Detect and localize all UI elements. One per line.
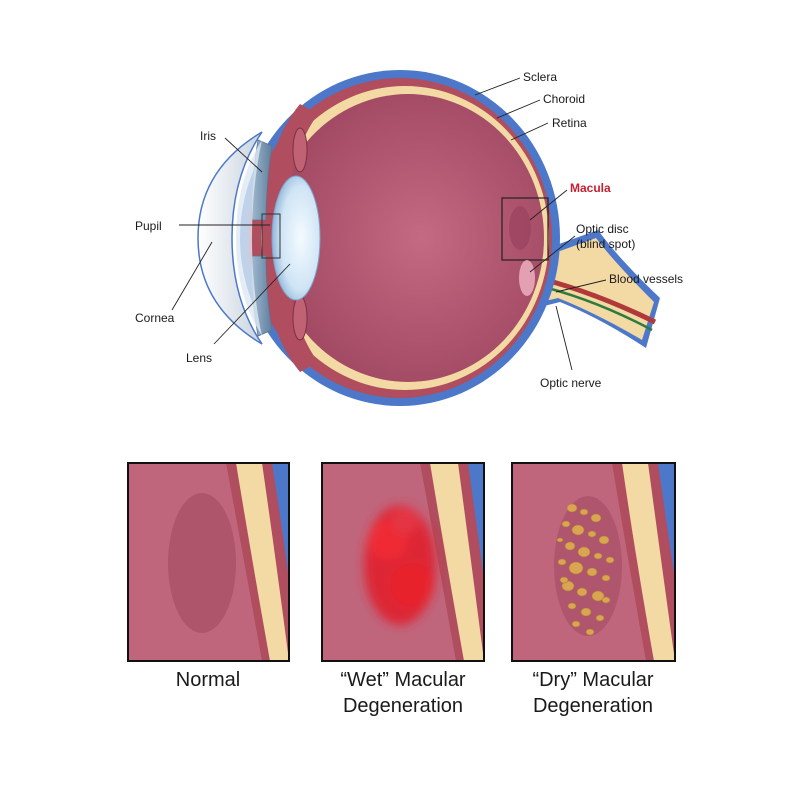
optic-disc [519,260,535,296]
ciliary-body [262,104,318,372]
caption-normal: Normal [176,669,240,691]
caption-wet-line1: “Wet” Macular [340,669,466,691]
leader-lines [171,77,607,371]
panel-normal [127,462,290,662]
anterior-chamber [236,140,262,336]
drusen-spot [591,590,605,602]
drusen-spot [586,567,598,577]
cornea [197,131,263,345]
drusen-spot [571,620,581,628]
label-macula: Macula [570,181,611,195]
drusen-spot [568,561,584,575]
drusen-spot [577,546,591,558]
label-lens: Lens [186,351,212,365]
drusen-spot [567,602,577,610]
captions: Normal “Wet” Macular Degeneration “Dry” … [176,669,654,717]
ciliary-muscle-bottom [292,295,308,341]
drusen-spot [556,537,564,543]
caption-dry-line1: “Dry” Macular [532,669,653,691]
label-sclera: Sclera [523,70,557,84]
ciliary-muscle-top [292,127,308,173]
drusen-spot [571,524,585,536]
label-choroid: Choroid [543,92,585,106]
drusen-spot [601,596,611,604]
drusen-spot [590,513,602,523]
panel-wet [321,462,485,662]
drusen-spot [601,574,611,582]
label-cornea: Cornea [135,311,175,325]
panel-dry [511,462,676,662]
caption-wet-line2: Degeneration [343,695,463,717]
label-pupil: Pupil [135,219,162,233]
macula [509,206,531,250]
drusen-spot [557,558,567,566]
label-blind-spot: (blind spot) [576,237,635,251]
label-retina: Retina [552,116,587,130]
normal-macula [168,493,236,633]
eye-cross-section [197,70,660,406]
drusen-spot [576,587,588,597]
label-iris: Iris [200,129,216,143]
pupil-highlight [261,213,281,259]
labels: Sclera Choroid Retina Macula Optic disc … [135,70,683,390]
drusen-spot [587,530,597,538]
label-optic-nerve: Optic nerve [540,376,602,390]
wet-hemorrhage [364,505,436,625]
drusen-spot [598,535,610,545]
label-blood-vessels: Blood vessels [609,272,683,286]
drusen-spot [579,508,589,516]
drusen-spot [605,556,615,564]
drusen-spot [564,541,576,551]
drusen-deposits [556,503,615,636]
drusen-spot [580,607,592,617]
drusen-spot [585,628,595,636]
label-optic-disc: Optic disc [576,222,629,236]
drusen-spot [561,520,571,528]
caption-dry-line2: Degeneration [533,695,653,717]
vitreous-body [272,94,544,382]
macula-highlight-box [501,197,549,261]
lens [271,175,321,301]
drusen-spot [566,503,578,513]
drusen-spot [559,576,569,584]
drusen-spot [593,552,603,560]
drusen-spot [595,614,605,622]
